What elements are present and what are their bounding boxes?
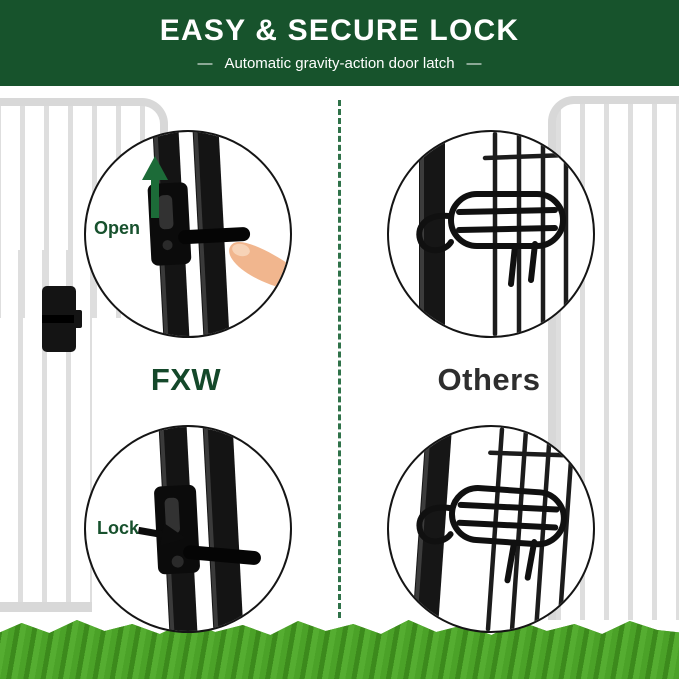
others-latch-illustration-bottom [389,427,593,631]
open-label: Open [94,218,141,238]
lock-label: Lock [97,518,140,538]
header-subtitle: — Automatic gravity-action door latch — [197,55,481,72]
subtitle-dash-right: — [466,55,482,72]
fxw-open-latch-inset: Open [84,130,292,338]
others-latch-illustration-top [389,132,593,336]
grass-footer [0,620,679,679]
dashed-divider-line [338,100,341,618]
brand-label-fxw: FXW [150,362,222,397]
subtitle-dash-left: — [197,55,213,72]
header-banner: EASY & SECURE LOCK — Automatic gravity-a… [0,0,679,86]
others-latch-inset-top [387,130,595,338]
fxw-lock-latch-inset: Lock [84,425,292,633]
page-title: EASY & SECURE LOCK [159,14,520,47]
brand-label-others: Others [437,362,541,397]
others-latch-inset-bottom [387,425,595,633]
pointer-arrow-icon [138,523,186,546]
subtitle-text: Automatic gravity-action door latch [224,55,455,72]
up-arrow-icon [142,156,168,218]
gate-hinge [42,286,82,352]
